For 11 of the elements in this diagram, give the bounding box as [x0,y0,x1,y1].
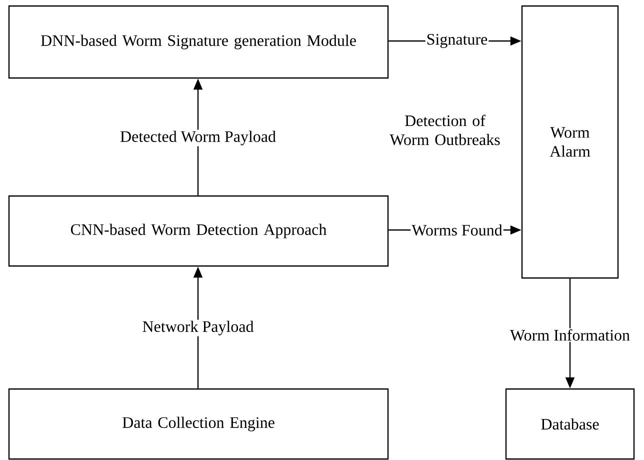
edge-label: Worms Found [410,223,504,237]
process-box: DNN-based Worm Signature generation Module [8,5,389,79]
process-box: CNN-based Worm Detection Approach [8,195,389,267]
edge-label: Worm Information [509,328,632,342]
edge-label: Detected Worm Payload [119,130,277,146]
process-box: Data Collection Engine [8,388,389,460]
process-box: Database [505,388,635,460]
process-box: Worm Alarm [521,5,619,279]
edge-label: Signature [425,32,489,50]
edge-label: Network Payload [141,320,255,336]
note-text: Detection of Worm Outbreaks [390,114,500,146]
